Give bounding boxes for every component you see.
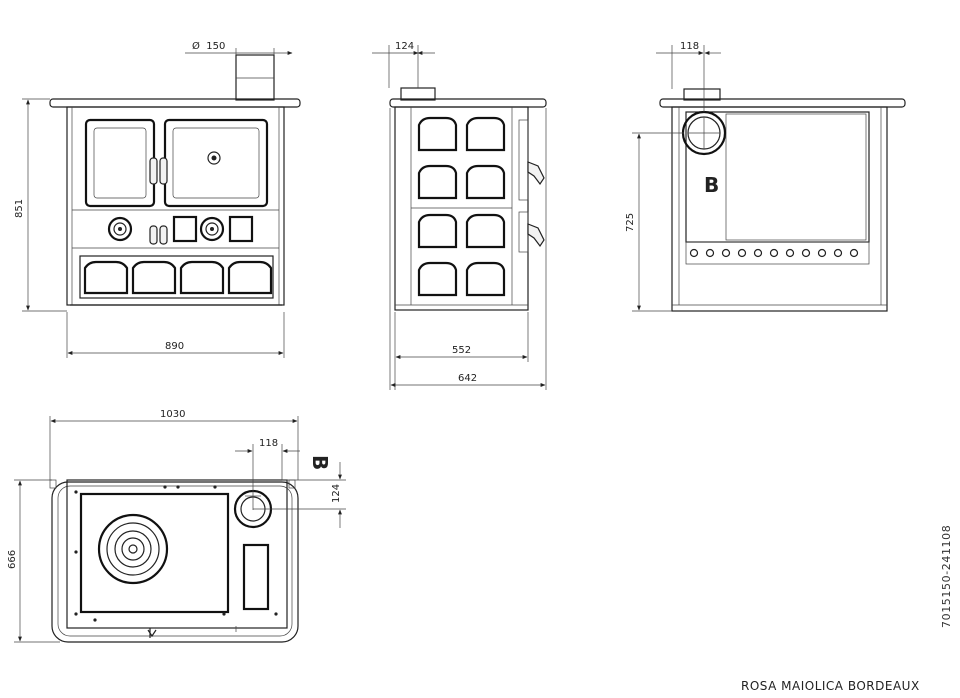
rear-body xyxy=(671,106,888,312)
rear-flue-offset-label: 118 xyxy=(680,41,699,52)
top-depth-label: 666 xyxy=(7,550,18,569)
front-flue-pipe xyxy=(235,54,275,101)
front-air-control-knob-right xyxy=(199,216,225,242)
side-body xyxy=(394,106,529,311)
front-height-label: 851 xyxy=(14,199,25,218)
front-view: Ø 150 851 890 xyxy=(14,40,301,358)
rear-view: B 118 725 xyxy=(625,41,906,312)
front-door-handle-right xyxy=(159,157,168,185)
rear-flue-outlet xyxy=(681,110,727,156)
top-hob-plate xyxy=(79,492,230,614)
side-handle-lower xyxy=(527,223,545,248)
top-outline xyxy=(51,481,299,643)
side-view: 124 552 642 xyxy=(372,41,547,390)
side-depth-body-label: 552 xyxy=(452,345,471,356)
front-oven-door xyxy=(163,118,269,208)
front-door-handle-left xyxy=(149,157,158,185)
front-width-label: 890 xyxy=(165,341,184,352)
top-flue-offset-y-label: 124 xyxy=(331,484,342,503)
model-caption: ROSA MAIOLICA BORDEAUX xyxy=(741,679,920,693)
top-mounting-points xyxy=(74,485,278,622)
front-drawers xyxy=(83,260,273,295)
rear-outlet-marker: B xyxy=(704,173,719,197)
rear-ventilation-holes xyxy=(689,248,859,258)
side-depth-total-label: 642 xyxy=(458,373,477,384)
side-flue-offset-label: 124 xyxy=(395,41,414,52)
side-handle-upper xyxy=(527,161,545,186)
top-cooktop xyxy=(66,479,288,629)
front-oven-thermometer xyxy=(207,151,221,165)
top-vent-slot xyxy=(242,543,270,611)
front-air-control-knob-left xyxy=(107,216,133,242)
top-flue-offset-x-label: 118 xyxy=(259,438,278,449)
drawing-code: 7015150-241108 xyxy=(940,525,953,628)
top-cooking-rings xyxy=(97,513,169,585)
side-ceramic-tiles xyxy=(417,116,506,297)
front-firebox-door xyxy=(84,118,156,208)
top-width-label: 1030 xyxy=(160,409,185,420)
rear-flue-height-label: 725 xyxy=(625,213,636,232)
front-drawer-panel xyxy=(79,255,274,299)
top-view: 1030 118 124 B 666 xyxy=(7,409,346,643)
top-outlet-marker: B xyxy=(308,455,332,470)
side-flue-pipe xyxy=(400,87,436,101)
front-flue-diameter-label: Ø 150 xyxy=(192,40,225,52)
